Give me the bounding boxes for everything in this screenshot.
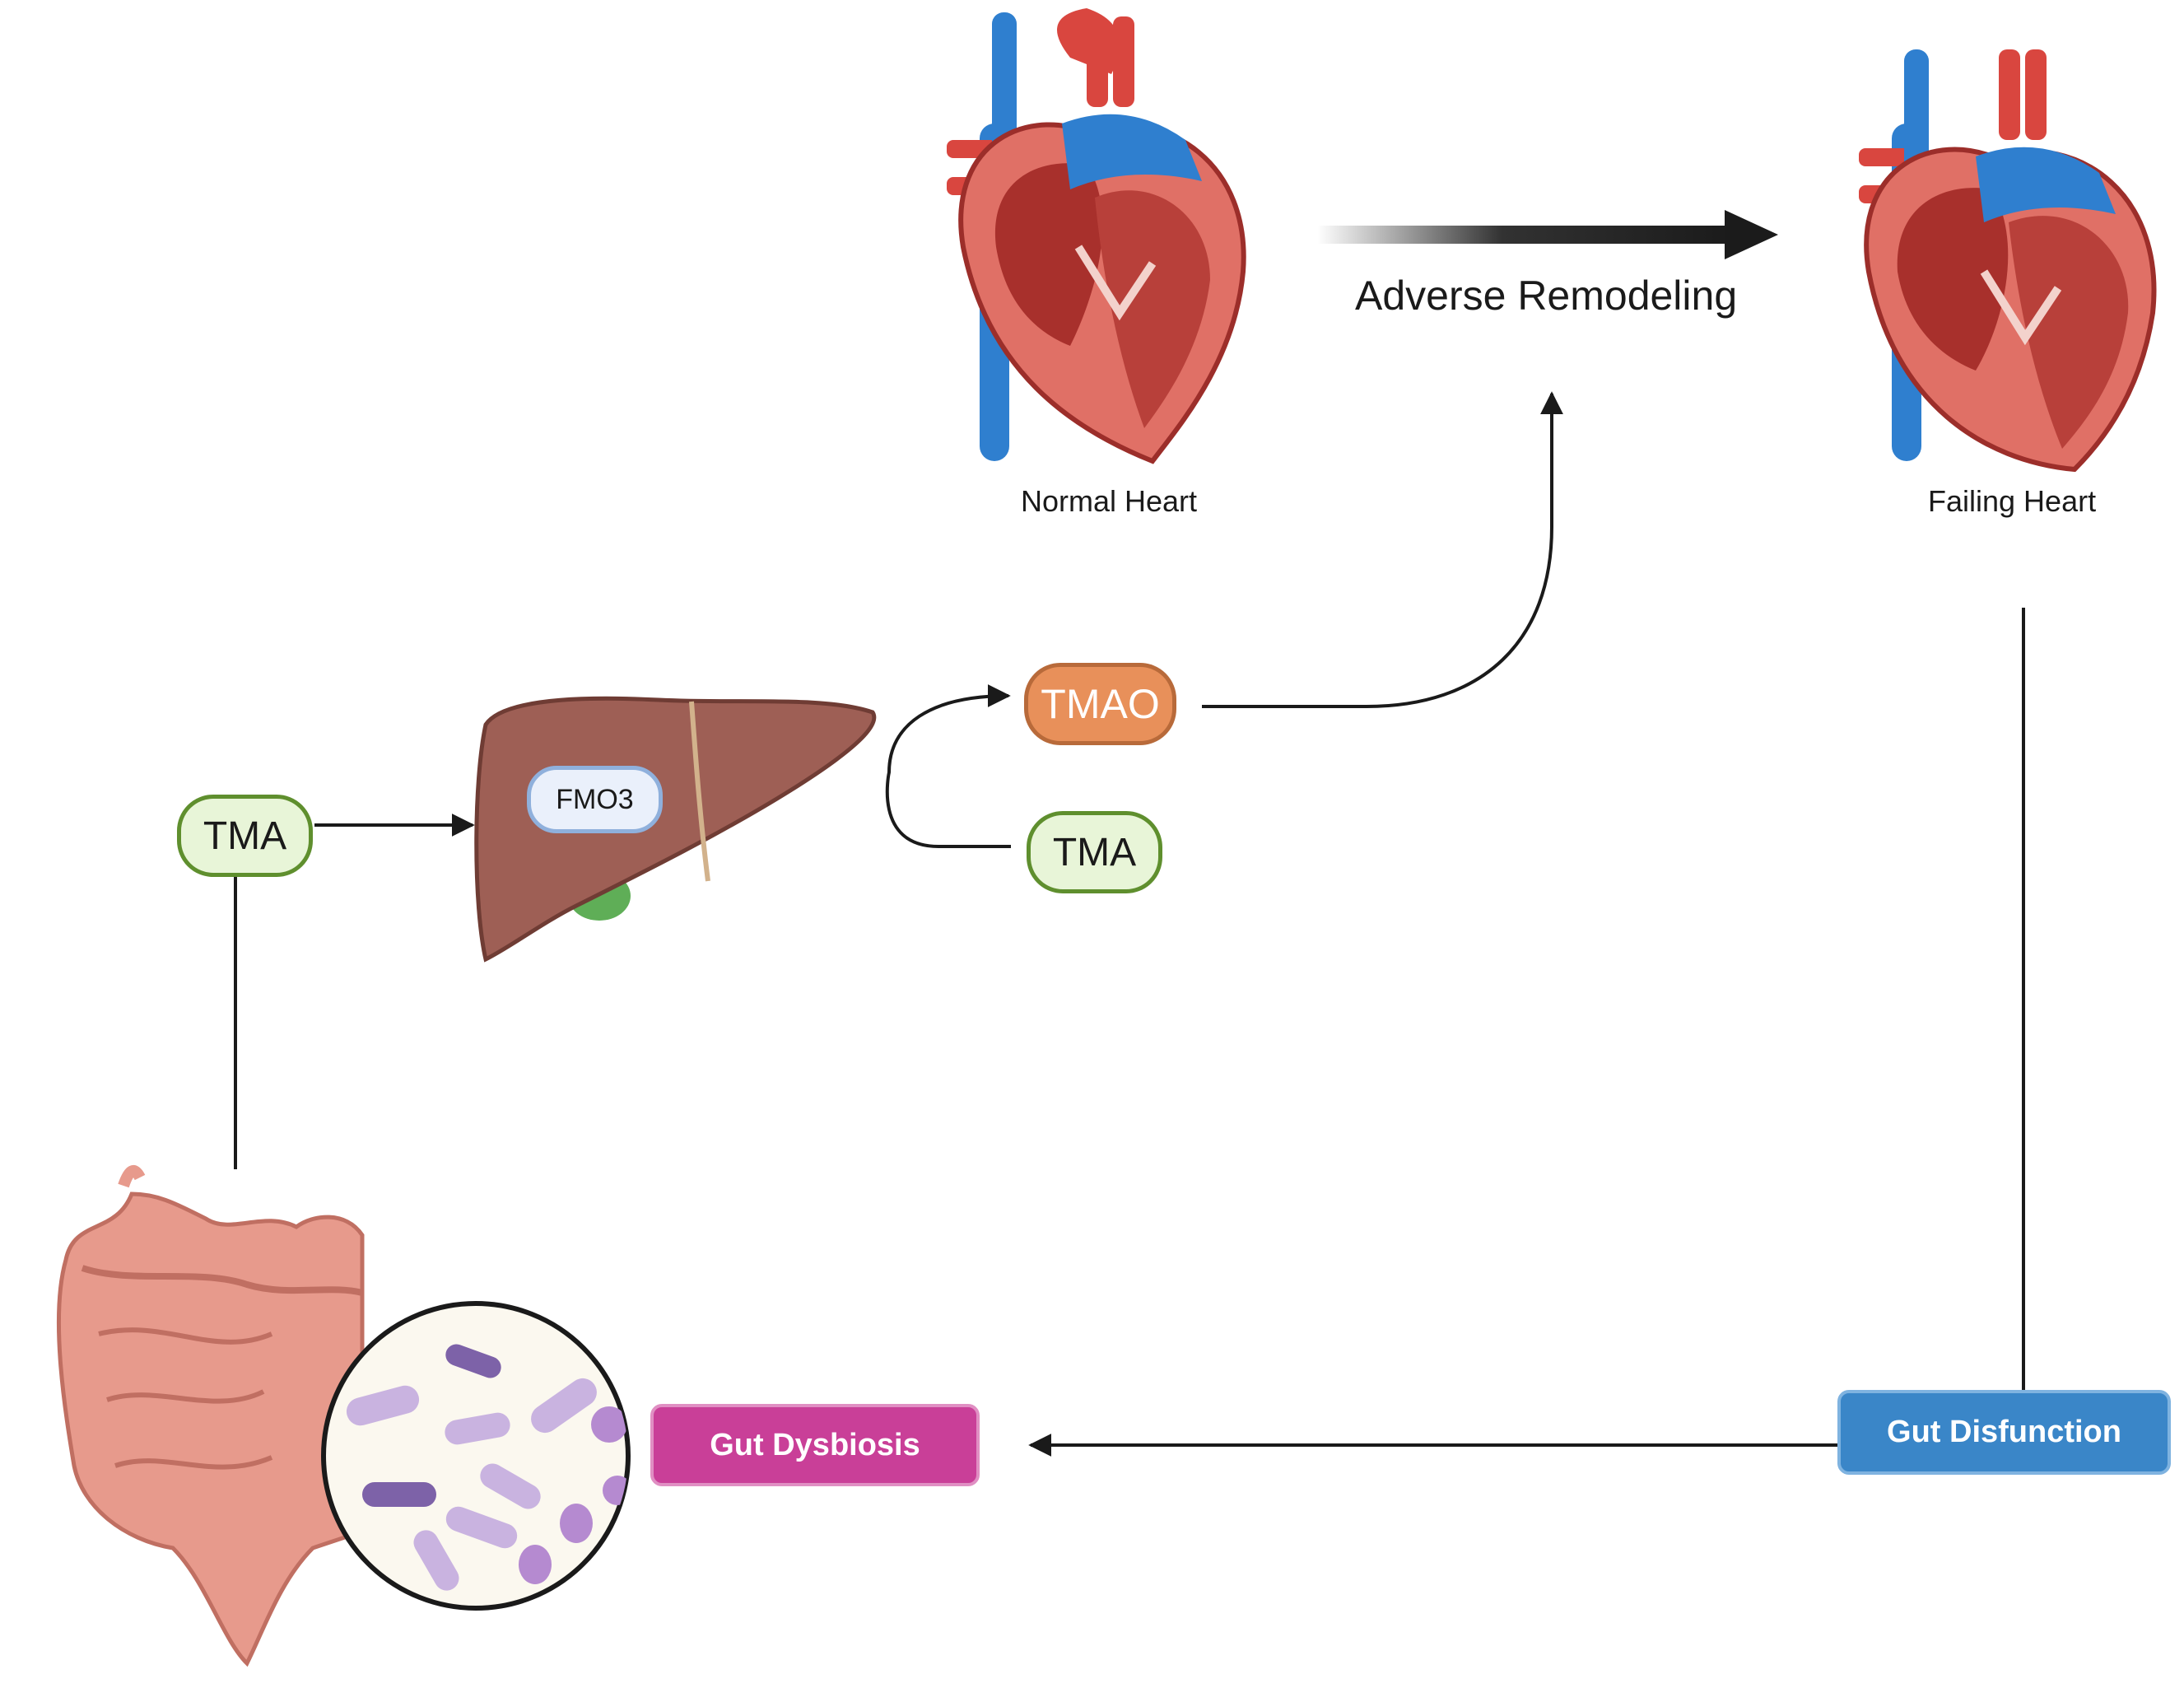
tmao-to-remodeling-connector <box>1202 391 1563 708</box>
tma-node-right: TMA <box>1027 811 1162 893</box>
normal-heart-label: Normal Heart <box>1021 484 1198 518</box>
intestine-icon <box>56 1165 365 1667</box>
normal-heart-icon <box>947 8 1246 464</box>
bacteria-icon <box>321 1301 631 1611</box>
fmo3-enzyme-badge: FMO3 <box>527 766 663 833</box>
adverse-remodeling-arrow <box>1317 210 1778 259</box>
tma-node-left: TMA <box>177 795 313 877</box>
gut-dysbiosis-node: Gut Dysbiosis <box>650 1404 980 1486</box>
tma-to-tmao-conversion-arrow <box>885 684 1011 848</box>
tmao-node: TMAO <box>1024 663 1176 745</box>
failing-heart-icon <box>1859 49 2157 473</box>
failing-heart-label: Failing Heart <box>1928 484 2097 518</box>
adverse-remodeling-label: Adverse Remodeling <box>1355 273 1738 319</box>
gut-disfunction-node: Gut Disfunction <box>1837 1390 2171 1475</box>
liver-icon <box>474 696 877 963</box>
